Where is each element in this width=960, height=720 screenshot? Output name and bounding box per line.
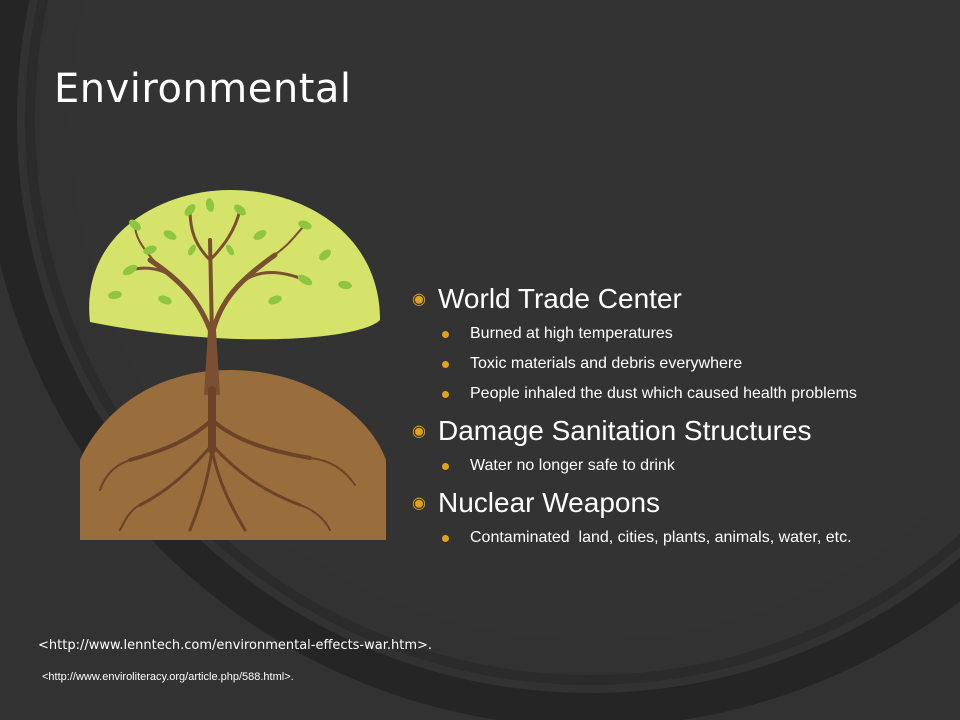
dot-bullet-icon — [442, 391, 449, 398]
section-damage-sanitation: ◉ Damage Sanitation Structures Water no … — [412, 414, 912, 476]
reference-link: <http://www.lenntech.com/environmental-e… — [38, 638, 433, 653]
soil-mound — [80, 370, 386, 540]
reference-link: <http://www.enviroliteracy.org/article.p… — [42, 671, 294, 683]
target-bullet-icon: ◉ — [412, 495, 426, 512]
list-item: Toxic materials and debris everywhere — [442, 354, 912, 374]
section-nuclear-weapons: ◉ Nuclear Weapons Contaminated land, cit… — [412, 486, 912, 548]
target-bullet-icon: ◉ — [412, 423, 426, 440]
list-item: Contaminated land, cities, plants, anima… — [442, 528, 912, 548]
dot-bullet-icon — [442, 331, 449, 338]
bullet-content: ◉ World Trade Center Burned at high temp… — [412, 282, 912, 558]
target-bullet-icon: ◉ — [412, 291, 426, 308]
tree-canopy — [89, 190, 380, 340]
list-item: Water no longer safe to drink — [442, 456, 912, 476]
dot-bullet-icon — [442, 463, 449, 470]
references: <http://www.lenntech.com/environmental-e… — [38, 638, 432, 683]
dot-bullet-icon — [442, 361, 449, 368]
section-heading: Nuclear Weapons — [438, 487, 661, 518]
slide-title: Environmental — [54, 66, 352, 112]
tree-trunk — [204, 330, 220, 395]
list-item: Burned at high temperatures — [442, 324, 912, 344]
section-world-trade-center: ◉ World Trade Center Burned at high temp… — [412, 282, 912, 404]
section-heading: Damage Sanitation Structures — [438, 415, 812, 446]
tree-with-roots-illustration — [80, 190, 386, 540]
dot-bullet-icon — [442, 535, 449, 542]
list-item: People inhaled the dust which caused hea… — [442, 384, 912, 404]
section-heading: World Trade Center — [438, 283, 682, 314]
